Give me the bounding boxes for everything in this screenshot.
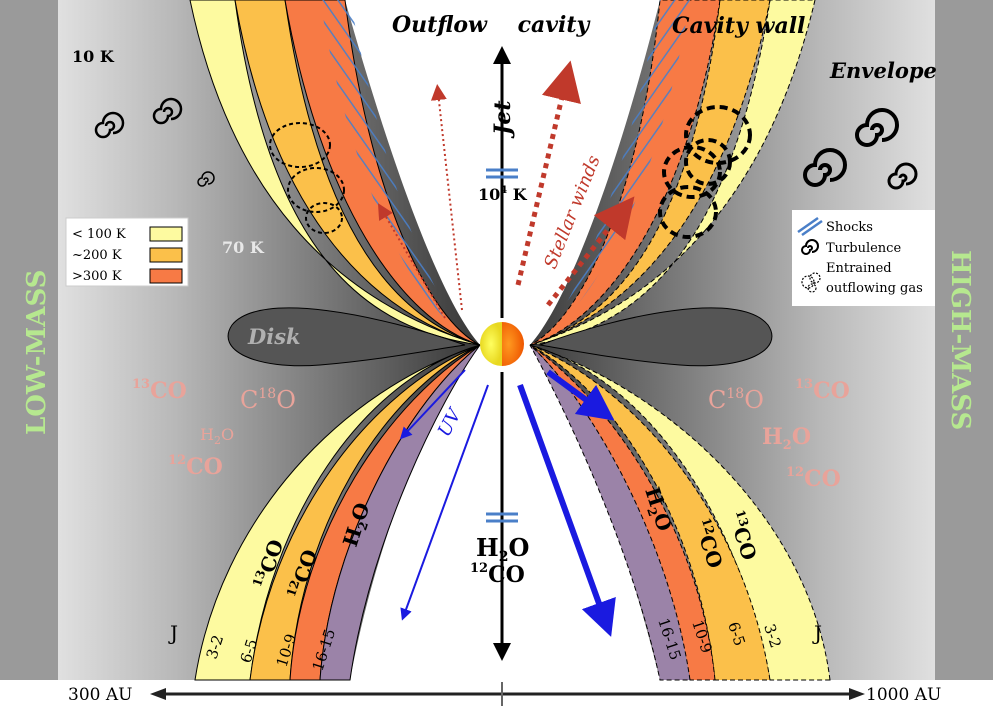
svg-text:12CO: 12CO [168, 453, 223, 480]
svg-text:H2O: H2O [638, 484, 677, 535]
symbol-legend: Shocks Turbulence Entrained outflowing g… [792, 210, 935, 306]
temp-jet-label: 104 K [478, 185, 528, 204]
svg-text:outflowing gas: outflowing gas [826, 281, 923, 296]
envelope-label: Envelope [829, 58, 937, 83]
svg-text:Entrained: Entrained [826, 261, 892, 276]
temperature-legend: < 100 K ~200 K >300 K [65, 217, 189, 287]
high-mass-molecules: C18O 13CO H2O 12CO [708, 377, 850, 492]
svg-text:104 K: 104 K [478, 185, 528, 204]
low-mass-protostar [480, 322, 502, 366]
j-label-right: J [812, 621, 822, 645]
svg-text:13CO: 13CO [132, 377, 187, 404]
uv-arrow-left-1 [399, 369, 466, 440]
svg-text:Shocks: Shocks [826, 220, 873, 235]
right-lower-cavity-wall [529, 344, 831, 681]
svg-text:12CO: 12CO [470, 561, 525, 588]
entrained-gas-right [658, 105, 752, 239]
wind-arrow-left-1 [430, 84, 463, 311]
scale-left-label: 300 AU [68, 685, 132, 705]
right-side-bar [935, 0, 993, 680]
temp-10k-label: 10 K [72, 47, 115, 66]
turbulence-left [94, 97, 215, 187]
high-mass-protostar [502, 322, 524, 366]
scale-right-label: 1000 AU [866, 685, 941, 705]
shocks-icon [797, 216, 823, 237]
low-mass-disk [227, 307, 466, 367]
svg-text:H2O: H2O [338, 500, 377, 551]
uv-arrow-right-1 [546, 369, 615, 421]
left-lower-cavity-wall [194, 344, 481, 681]
jet-label: Jet [490, 100, 516, 139]
uv-arrow-right-2 [517, 383, 616, 637]
svg-text:C18O: C18O [708, 386, 764, 414]
jet-shock-marker-bottom [486, 512, 518, 523]
svg-text:H2O: H2O [200, 425, 234, 447]
svg-text:C18O: C18O [240, 386, 296, 414]
low-mass-label: LOW-MASS [22, 270, 52, 435]
j-label-left: J [168, 621, 178, 645]
svg-text:H2O: H2O [476, 533, 529, 565]
high-mass-disk [538, 307, 773, 367]
cavity-wall-label: Cavity wall [672, 13, 805, 39]
disk-label: Disk [247, 324, 301, 349]
svg-text:12CO: 12CO [786, 465, 841, 492]
svg-text:Turbulence: Turbulence [826, 241, 901, 256]
jet-shock-marker-top [486, 168, 518, 179]
low-mass-molecules: 13CO C18O H2O 12CO [132, 377, 296, 480]
left-side-bar [0, 0, 58, 680]
high-mass-band-labels: H2O 12CO 13CO [638, 484, 761, 571]
svg-text:>300 K: >300 K [72, 269, 122, 284]
svg-text:H2O: H2O [762, 424, 811, 453]
center-molecules: H2O 12CO [470, 533, 529, 588]
entrained-gas-icon [801, 272, 821, 293]
uv-arrow-left-2 [400, 384, 489, 621]
turbulence-right [803, 108, 918, 190]
svg-text:13CO: 13CO [795, 377, 850, 404]
scale-bar: 300 AU 1000 AU [68, 682, 941, 706]
entrained-gas-left [269, 122, 345, 234]
temp-70k-label: 70 K [222, 238, 265, 257]
turbulence-icon [801, 239, 819, 255]
wind-arrow-left-2 [377, 203, 446, 319]
high-mass-label: HIGH-MASS [945, 250, 975, 430]
svg-text:~200 K: ~200 K [72, 248, 122, 263]
outflow-cavity-label: Outflow cavity [392, 12, 592, 38]
svg-text:< 100 K: < 100 K [72, 227, 126, 242]
